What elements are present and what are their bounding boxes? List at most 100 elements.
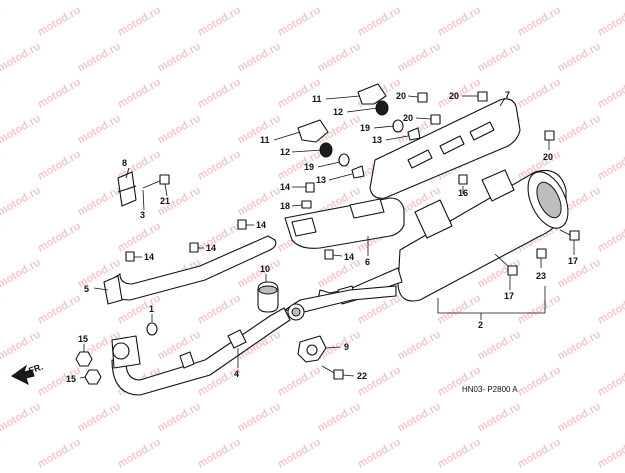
watermark-text: motod.ru	[516, 4, 563, 38]
watermark-text: motod.ru	[236, 0, 283, 3]
bolt-16	[459, 175, 467, 184]
watermark-text: motod.ru	[196, 76, 243, 110]
callout-12b: 12	[280, 147, 290, 157]
watermark-text: motod.ru	[316, 256, 363, 290]
watermark-text: motod.ru	[236, 400, 283, 434]
bolt-14e	[325, 250, 333, 259]
callout-14c: 14	[206, 243, 216, 253]
callout-19b: 19	[304, 162, 314, 172]
gasket-part-10	[258, 282, 278, 312]
watermark-text: motod.ru	[596, 220, 625, 254]
watermark-text: motod.ru	[156, 40, 203, 74]
watermark-text: motod.ru	[596, 4, 625, 38]
watermark-text: motod.ru	[316, 40, 363, 74]
bolt-17b	[560, 230, 579, 240]
watermark-text: motod.ru	[236, 184, 283, 218]
callout-14d: 14	[144, 252, 154, 262]
watermark-text: motod.ru	[36, 148, 83, 182]
watermark-text: motod.ru	[156, 328, 203, 362]
watermark-text: motod.ru	[596, 76, 625, 110]
watermark-text: motod.ru	[196, 436, 243, 468]
watermark-text: motod.ru	[556, 40, 603, 74]
watermark-text: motod.ru	[516, 292, 563, 326]
bolt-20c	[431, 115, 440, 124]
watermark-text: motod.ru	[236, 40, 283, 74]
callout-20b: 20	[449, 91, 459, 101]
watermark-text: motod.ru	[476, 40, 523, 74]
watermark-text: motod.ru	[196, 148, 243, 182]
watermark-text: motod.ru	[76, 0, 123, 3]
watermark-text: motod.ru	[36, 220, 83, 254]
front-direction-arrow: FR.	[12, 362, 44, 384]
callout-2: 2	[478, 320, 483, 330]
bolt-14a	[306, 183, 314, 192]
watermark-text: motod.ru	[356, 364, 403, 398]
watermark-text: motod.ru	[556, 0, 603, 3]
nut-15b	[85, 370, 101, 384]
callout-17a: 17	[504, 291, 514, 301]
watermark-text: motod.ru	[556, 400, 603, 434]
callout-6: 6	[365, 257, 370, 267]
watermark-text: motod.ru	[596, 148, 625, 182]
callout-22: 22	[357, 371, 367, 381]
watermark-text: motod.ru	[0, 436, 3, 468]
callout-20a: 20	[396, 91, 406, 101]
watermark-text: motod.ru	[276, 436, 323, 468]
watermark-text: motod.ru	[0, 400, 43, 434]
fr-label: FR.	[27, 362, 44, 376]
callout-17b: 17	[568, 256, 578, 266]
watermark-text: motod.ru	[36, 292, 83, 326]
watermark-text: motod.ru	[116, 4, 163, 38]
callout-1: 1	[149, 304, 154, 314]
callout-18: 18	[280, 201, 290, 211]
callout-11a: 11	[312, 94, 322, 104]
bolt-20b	[478, 92, 487, 101]
callout-20c: 20	[403, 113, 413, 123]
watermark-text: motod.ru	[436, 436, 483, 468]
watermark-text: motod.ru	[76, 112, 123, 146]
callout-19a: 19	[360, 123, 370, 133]
callout-16: 16	[458, 188, 468, 198]
watermark-text: motod.ru	[116, 220, 163, 254]
watermark-text: motod.ru	[0, 220, 3, 254]
callout-15b: 15	[66, 374, 76, 384]
watermark-text: motod.ru	[0, 292, 3, 326]
watermark-text: motod.ru	[0, 148, 3, 182]
watermark-text: motod.ru	[156, 112, 203, 146]
watermark-text: motod.ru	[596, 292, 625, 326]
watermark-text: motod.ru	[356, 4, 403, 38]
watermark-text: motod.ru	[196, 220, 243, 254]
callout-8: 8	[122, 158, 127, 168]
watermark-text: motod.ru	[196, 292, 243, 326]
watermark-text: motod.ru	[116, 436, 163, 468]
watermark-text: motod.ru	[516, 364, 563, 398]
watermark-text: motod.ru	[276, 364, 323, 398]
watermark-text: motod.ru	[476, 0, 523, 3]
watermark-text: motod.ru	[436, 76, 483, 110]
watermark-text: motod.ru	[556, 256, 603, 290]
callout-21: 21	[160, 196, 170, 206]
watermark-text: motod.ru	[0, 112, 43, 146]
bolt-23	[537, 249, 546, 258]
watermark-text: motod.ru	[36, 436, 83, 468]
bolt-14c	[190, 243, 198, 252]
callout-23: 23	[536, 271, 546, 281]
bolt-18	[302, 201, 311, 208]
watermark-text: motod.ru	[0, 76, 3, 110]
callout-15a: 15	[78, 334, 88, 344]
bolt-20d	[545, 131, 554, 140]
stay-bracket	[118, 172, 136, 206]
callout-12a: 12	[333, 107, 343, 117]
watermark-text: motod.ru	[36, 76, 83, 110]
watermark-text: motod.ru	[436, 292, 483, 326]
watermark-text: motod.ru	[356, 436, 403, 468]
bolt-20a	[418, 93, 427, 102]
watermark-text: motod.ru	[0, 184, 43, 218]
watermark-text: motod.ru	[116, 76, 163, 110]
watermark-text: motod.ru	[596, 364, 625, 398]
callout-7: 7	[505, 90, 510, 100]
watermark-text: motod.ru	[476, 328, 523, 362]
bolt-14b	[238, 220, 246, 229]
